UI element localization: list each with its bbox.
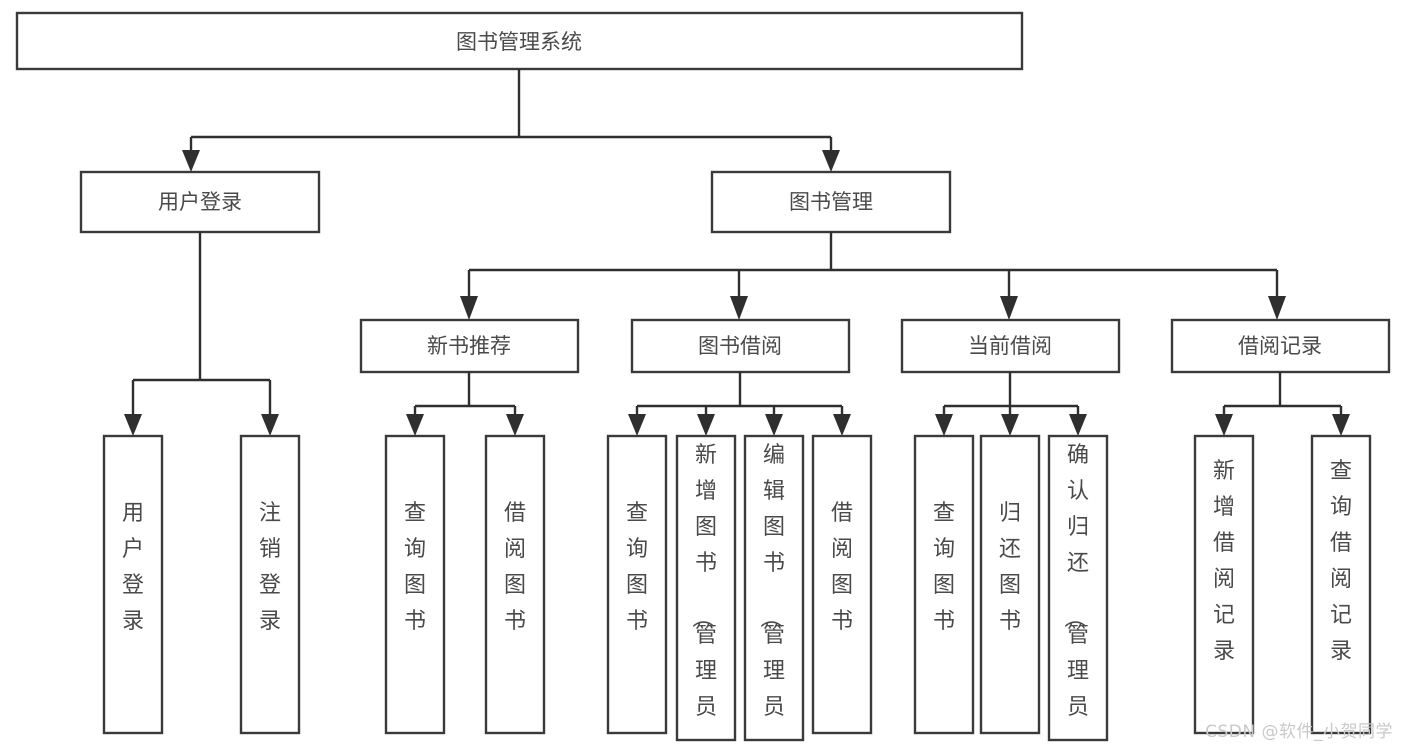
- node-book-manage-label: 图书管理: [789, 190, 873, 214]
- leaf-edit-book-label: 编辑图书（管理员）: [757, 443, 785, 747]
- leaf-borrow-book-1[interactable]: 借阅图书: [484, 434, 546, 735]
- leaf-edit-book[interactable]: 编辑图书（管理员）: [743, 434, 805, 747]
- leaf-return-book-box[interactable]: [979, 434, 1041, 735]
- leaf-query-book-3-box[interactable]: [913, 434, 975, 735]
- node-new-book-rec[interactable]: 新书推荐: [359, 318, 580, 374]
- leaf-add-book-label: 新增图书（管理员）: [689, 443, 717, 747]
- node-user-login-label: 用户登录: [158, 190, 242, 214]
- node-user-login[interactable]: 用户登录: [79, 170, 321, 234]
- connector-root-to-level2: [182, 69, 840, 172]
- leaf-user-login-label: 用户登录: [122, 501, 144, 634]
- node-new-book-rec-box[interactable]: [359, 318, 580, 374]
- leaf-user-logout[interactable]: 注销登录: [239, 434, 301, 735]
- node-book-manage[interactable]: 图书管理: [710, 170, 952, 234]
- leaf-return-book-label: 归还图书: [999, 501, 1021, 634]
- leaf-query-book-1-label: 查询图书: [404, 501, 426, 634]
- csdn-watermark: CSDN @软件_小贺同学: [1205, 722, 1393, 742]
- node-book-borrow-label: 图书借阅: [698, 334, 782, 358]
- leaf-query-book-1-box[interactable]: [384, 434, 446, 735]
- leaf-add-record-box[interactable]: [1193, 434, 1255, 735]
- leaf-add-record-label: 新增借阅记录: [1213, 459, 1235, 664]
- connector-new-book-rec-to-leaves: [406, 372, 524, 436]
- leaf-borrow-book-1-label: 借阅图书: [504, 501, 526, 634]
- leaf-user-login-box[interactable]: [102, 434, 164, 735]
- node-book-borrow[interactable]: 图书借阅: [630, 318, 851, 374]
- leaf-query-book-3[interactable]: 查询图书: [913, 434, 975, 735]
- node-current-borrow[interactable]: 当前借阅: [900, 318, 1121, 374]
- leaf-borrow-book-2-box[interactable]: [811, 434, 873, 735]
- node-borrow-record-label: 借阅记录: [1238, 334, 1322, 358]
- leaf-borrow-book-1-box[interactable]: [484, 434, 546, 735]
- leaf-borrow-book-2[interactable]: 借阅图书: [811, 434, 873, 735]
- leaf-confirm-return-label: 确认归还（管理员）: [1061, 443, 1089, 747]
- leaf-query-book-1[interactable]: 查询图书: [384, 434, 446, 735]
- node-current-borrow-label: 当前借阅: [968, 334, 1052, 358]
- leaf-query-record-box[interactable]: [1310, 434, 1372, 735]
- node-borrow-record[interactable]: 借阅记录: [1170, 318, 1391, 374]
- node-root[interactable]: 图书管理系统: [15, 11, 1024, 71]
- node-root-label: 图书管理系统: [456, 30, 582, 54]
- leaf-return-book[interactable]: 归还图书: [979, 434, 1041, 735]
- leaf-user-logout-box[interactable]: [239, 434, 301, 735]
- leaf-add-record[interactable]: 新增借阅记录: [1193, 434, 1255, 735]
- leaf-query-book-2[interactable]: 查询图书: [606, 434, 668, 735]
- leaf-query-book-2-box[interactable]: [606, 434, 668, 735]
- leaf-user-logout-label: 注销登录: [259, 501, 281, 634]
- leaf-borrow-book-2-label: 借阅图书: [831, 501, 853, 634]
- leaf-query-record-label: 查询借阅记录: [1330, 459, 1352, 664]
- connector-book-manage-to-level3: [460, 232, 1286, 320]
- connector-user-login-to-leaves: [124, 232, 279, 436]
- node-root-box[interactable]: [15, 11, 1024, 71]
- connector-book-borrow-to-leaves: [628, 372, 851, 436]
- node-new-book-rec-label: 新书推荐: [427, 334, 511, 358]
- connector-current-borrow-to-leaves: [935, 372, 1087, 436]
- node-current-borrow-box[interactable]: [900, 318, 1121, 374]
- leaf-query-book-3-label: 查询图书: [933, 501, 955, 634]
- connector-borrow-record-to-leaves: [1215, 372, 1350, 436]
- leaf-edit-book-box[interactable]: [743, 434, 805, 742]
- node-user-login-box[interactable]: [79, 170, 321, 234]
- leaf-confirm-return-box[interactable]: [1047, 434, 1109, 742]
- leaf-user-login[interactable]: 用户登录: [102, 434, 164, 735]
- leaf-query-record[interactable]: 查询借阅记录: [1310, 434, 1372, 735]
- leaf-query-book-2-label: 查询图书: [626, 501, 648, 634]
- leaf-add-book-box[interactable]: [675, 434, 737, 742]
- leaf-confirm-return[interactable]: 确认归还（管理员）: [1047, 434, 1109, 747]
- leaf-add-book[interactable]: 新增图书（管理员）: [675, 434, 737, 747]
